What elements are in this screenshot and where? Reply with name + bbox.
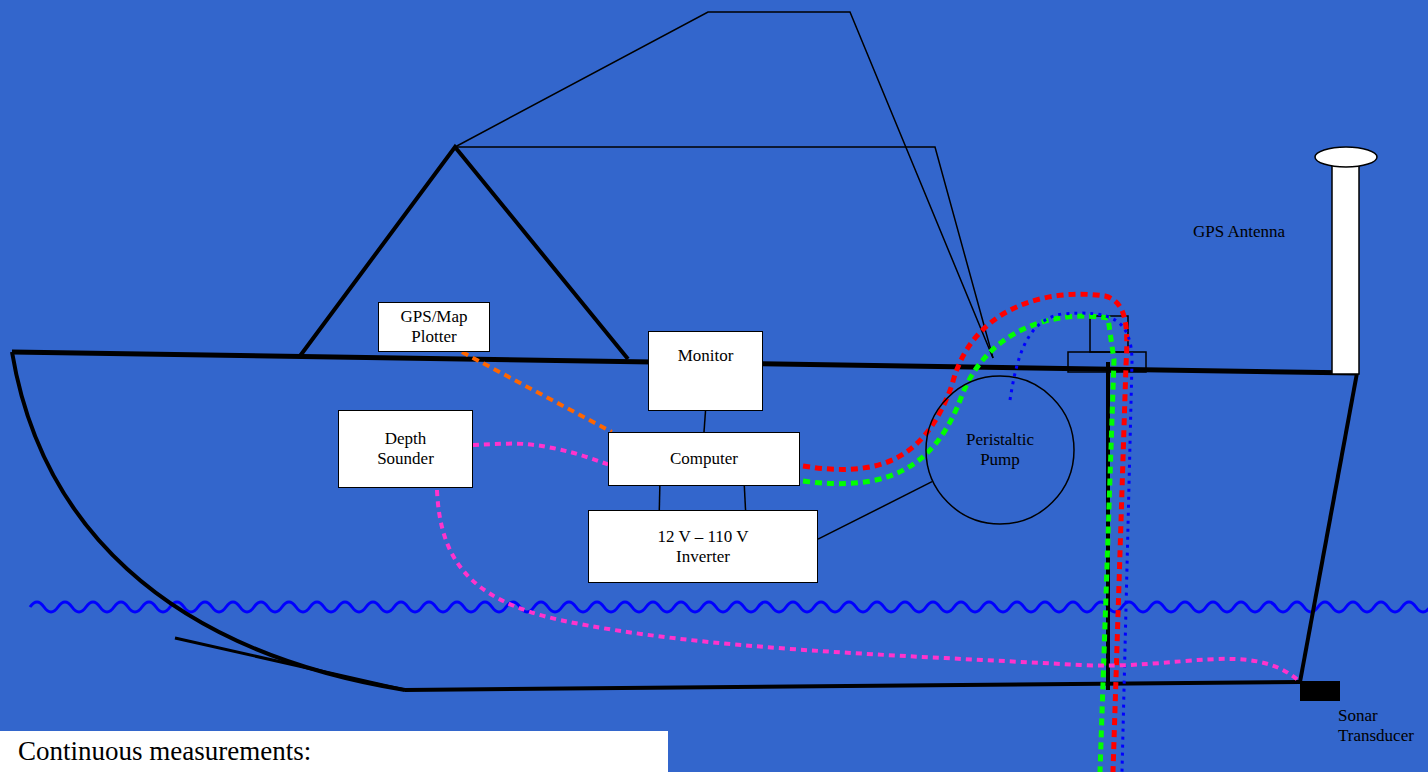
antenna-dome (1315, 147, 1377, 167)
node-text: 12 V – 110 V Inverter (647, 527, 759, 566)
device-box: 12 V – 110 V Inverter (588, 510, 818, 583)
wave-line (30, 602, 1428, 612)
sonar-transducer-symbol (1300, 681, 1340, 701)
node-text: Depth Sounder (370, 429, 442, 468)
part-label: GPS Antenna (1193, 222, 1318, 242)
cable-connector (659, 486, 661, 510)
cabin-frame (300, 147, 628, 359)
stern-line (1300, 373, 1357, 682)
cable-connector (462, 352, 612, 432)
deck-fitting (1090, 316, 1128, 352)
device-box: Computer (608, 432, 800, 486)
node-text: GPS/Map Plotter (394, 307, 474, 346)
canopy-line (455, 12, 993, 358)
cable-connector (744, 486, 745, 510)
keel-line (405, 682, 1300, 690)
sample-tube-green (803, 316, 1114, 772)
device-box: GPS/Map Plotter (378, 302, 490, 352)
cable-connector (818, 482, 932, 540)
note-box: Continuous measurements: (0, 731, 668, 772)
node-text: Continuous measurements: (18, 738, 311, 765)
antenna-pole (1332, 162, 1359, 374)
water-surface (30, 602, 1428, 612)
canopy-line (455, 147, 993, 358)
device-box: Depth Sounder (338, 410, 473, 488)
device-box: Monitor (648, 331, 763, 411)
node-text: Computer (670, 449, 738, 469)
cable-connector (473, 444, 608, 465)
sonar-cable (437, 490, 1298, 680)
chine-line (175, 638, 405, 690)
part-label: Sonar Transducer (1338, 706, 1426, 747)
bow-curve (12, 352, 405, 690)
cable-connector (704, 411, 706, 432)
sample-tube-red (803, 294, 1127, 772)
pump-circle: Peristaltic Pump (925, 375, 1075, 525)
node-text: Monitor (678, 346, 734, 366)
node-text: Peristaltic Pump (954, 430, 1046, 469)
